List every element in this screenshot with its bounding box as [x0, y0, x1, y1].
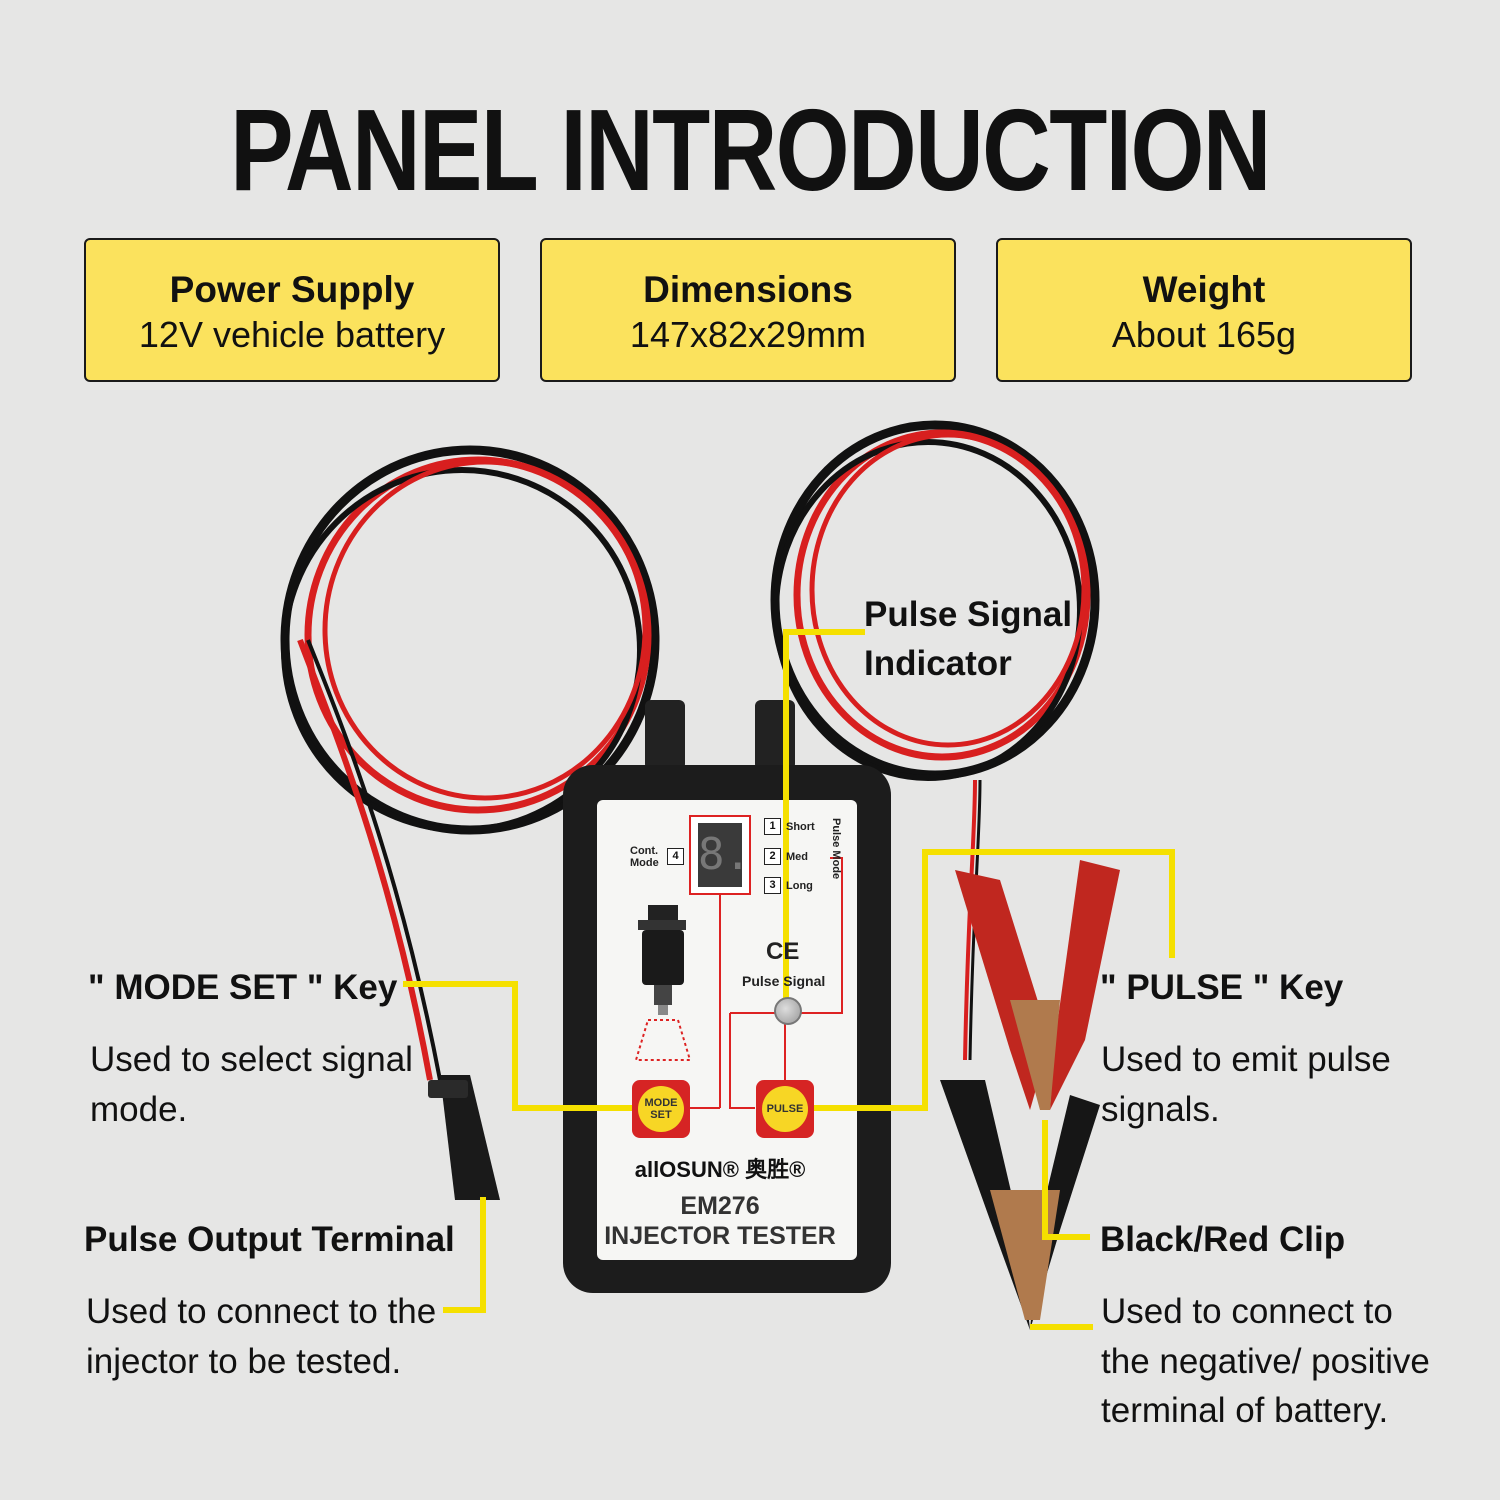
pulse-button-face: PULSE — [762, 1086, 808, 1132]
clip-desc-line1: Used to connect to — [1101, 1292, 1393, 1331]
clip-desc-line3: terminal of battery. — [1101, 1391, 1389, 1431]
clip-callout-title: Black/Red Clip — [1100, 1220, 1346, 1259]
mode-set-leader — [403, 981, 632, 1111]
spec-label: Dimensions — [643, 269, 853, 310]
page-title: PANEL INTRODUCTION — [230, 85, 1271, 215]
brand-logo: allOSUN® 奥胜® — [634, 1157, 806, 1182]
spec-value: 12V vehicle battery — [138, 314, 446, 356]
mode-set-callout-desc: Used to select signal mode. — [90, 1035, 413, 1134]
pulse-indicator-title-line1: Pulse Signal — [864, 595, 1073, 634]
spec-label: Power Supply — [169, 269, 415, 310]
pulse-indicator-leader — [783, 629, 865, 1000]
ce-mark: CE — [766, 938, 800, 965]
red-clip — [955, 860, 1120, 1110]
spec-value: About 165g — [1111, 314, 1297, 356]
pulse-output-leader — [443, 1197, 486, 1313]
pulse-signal-led — [774, 997, 802, 1025]
mode-set-button-label-2: SET — [650, 1109, 672, 1121]
pulse-output-desc-line2: injector to be tested. — [86, 1341, 402, 1381]
spec-label: Weight — [1142, 269, 1266, 310]
model-number: EM276 — [680, 1192, 760, 1220]
pulse-key-desc-line2: signals. — [1101, 1089, 1220, 1129]
cont-mode-label-line1: Cont. — [630, 845, 659, 857]
clip-desc-line2: the negative/ positive — [1101, 1341, 1430, 1381]
spec-card-weight: Weight About 165g — [996, 238, 1412, 382]
mode-set-desc-line2: mode. — [90, 1089, 188, 1129]
pulse-mode-number: 1 — [764, 818, 781, 835]
pulse-key-callout-title: " PULSE " Key — [1100, 968, 1344, 1007]
injector-icon — [634, 905, 692, 1061]
pulse-indicator-callout-title: Pulse Signal Indicator — [864, 590, 1072, 688]
mode-set-button-label-1: MODE — [644, 1096, 678, 1109]
pulse-mode-label: Long — [786, 880, 813, 892]
pulse-key-leader — [812, 849, 1175, 1111]
leader-lines — [403, 629, 1175, 1330]
cont-mode-label: Cont. Mode — [630, 845, 659, 869]
pulse-mode-label: Short — [786, 821, 815, 833]
mode-set-desc-line1: Used to select signal — [90, 1040, 413, 1079]
spec-value: 147x82x29mm — [629, 314, 867, 356]
left-cable-coil — [280, 445, 660, 1081]
mode-set-callout-title: " MODE SET " Key — [88, 968, 398, 1007]
pulse-signal-label: Pulse Signal — [742, 973, 826, 989]
cont-mode-label-line2: Mode — [630, 857, 659, 870]
pulse-output-desc-line1: Used to connect to the — [86, 1292, 437, 1331]
pulse-mode-vertical-label: Pulse Mode — [830, 818, 842, 880]
product-name: INJECTOR TESTER — [604, 1222, 836, 1250]
black-clip — [940, 1080, 1100, 1330]
display-frame: 8. — [689, 815, 751, 895]
pulse-key-desc-line1: Used to emit pulse — [1101, 1040, 1391, 1079]
spec-card-dimensions: Dimensions 147x82x29mm — [540, 238, 956, 382]
pulse-mode-number: 3 — [764, 877, 781, 894]
left-cable-strain-relief — [645, 700, 685, 770]
pulse-output-callout-desc: Used to connect to the injector to be te… — [86, 1287, 436, 1386]
cont-mode-number: 4 — [667, 848, 684, 865]
right-cable-coil — [770, 420, 1100, 1061]
clip-leader — [1042, 1120, 1090, 1240]
clip-callout-desc: Used to connect to the negative/ positiv… — [1101, 1287, 1430, 1436]
pulse-key-callout-desc: Used to emit pulse signals. — [1101, 1035, 1391, 1134]
pulse-indicator-title-line2: Indicator — [864, 644, 1012, 683]
spec-card-power-supply: Power Supply 12V vehicle battery — [84, 238, 500, 382]
pulse-output-terminal — [428, 1075, 500, 1200]
pulse-mode-number: 2 — [764, 848, 781, 865]
pulse-button[interactable]: PULSE — [756, 1080, 814, 1138]
pulse-mode-label: Med — [786, 851, 808, 863]
seven-segment-display: 8. — [698, 823, 751, 887]
pulse-output-callout-title: Pulse Output Terminal — [84, 1220, 455, 1259]
pulse-button-label: PULSE — [766, 1102, 804, 1115]
